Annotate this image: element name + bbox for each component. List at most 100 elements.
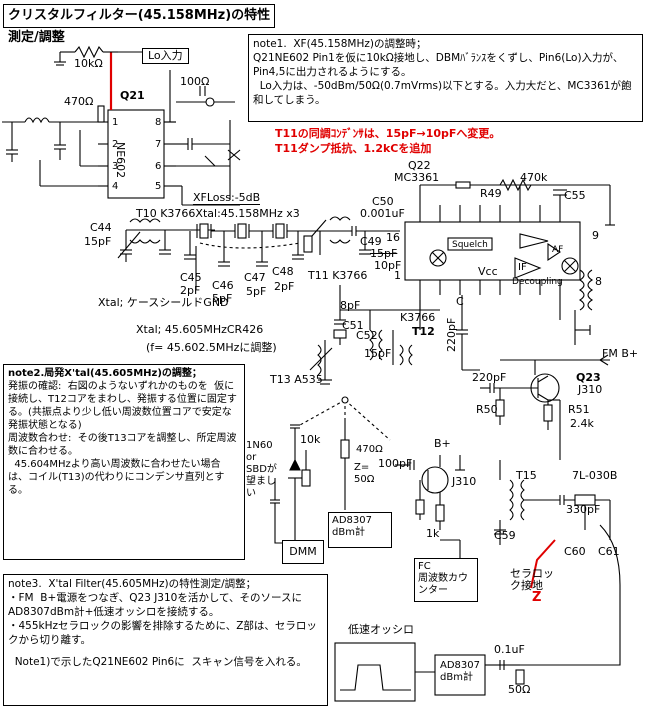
c01uf-label: 0.1uF [494,643,525,656]
c49-label: C49 [360,235,382,248]
q23-j310-label: J310 [578,383,603,396]
c49-new-value: 10pF [374,259,402,272]
t11-label: T11 K3766 [308,269,368,282]
c50-label: C50 [372,195,394,208]
c45-value: 2pF [180,284,201,297]
c8pf-label: 8pF [340,299,361,312]
input-inductor [24,117,50,124]
xfloss-label: XFLoss:-5dB [193,191,261,205]
t13-label: T13 A535 [270,373,323,386]
xtal2-label: Xtal; 45.605MHzCR426 [136,323,264,336]
r50ohm-label: 50Ω [508,683,531,696]
t10-label: T10 K3766Xtal:45.158MHz x3 [136,207,300,220]
dmm-box: DMM [282,540,324,564]
c220pf-vertical-label: 220pF [445,317,458,352]
note2-line-3: 45.604MHzより高い周波数に合わせたい場合は、コイル(T13)の代わりにコ… [8,459,225,496]
c47-value: 5pF [246,285,267,298]
note1-heading: note1. XF(45.158MHz)の調整時； [253,38,427,50]
red-note-line-2: T11ダンプ抵抗、1.2kCを追加 [275,142,432,155]
r50-label: R50 [476,403,498,416]
note3-line-1: ・FM B+電源をつなぎ、Q23 J310を活かして、そのソースに AD8307… [8,592,309,618]
c100pf-label: 100pF [378,457,413,470]
scope-label: 低速オッシロ [348,623,414,636]
if-label: IF [518,262,527,273]
k3766-label: K3766 [400,311,436,324]
bplus-label: B+ [434,437,451,450]
c50-value: 0.001uF [360,207,405,220]
c15pf-label: 15pF [364,347,392,360]
note2-heading: note2.局発X'tal(45.605MHz)の調整； [8,368,202,379]
scope-trace [340,664,411,691]
note2-box: note2.局発X'tal(45.605MHz)の調整； 発振の確認: 右図のよ… [3,364,245,560]
note3-line-2: ・455kHzセラロックの影響を排除するために、Z部は、セラロックから切り離す。 [8,620,317,646]
r470-label: 470Ω [64,95,94,108]
mc3361-pins [419,205,561,295]
note2-line-2: 周波数合わせ: その後T13コアを調整し、所定周波数に合わせる。 [8,433,237,457]
fm-bplus-label: FM B+ [602,347,639,360]
diode-label: 1N60 or SBDが望ましい [246,440,277,499]
xtal-gnd-label: Xtal; ケースシールドGND [98,296,229,309]
c48-label: C48 [272,265,294,278]
c55-label: C55 [564,189,586,202]
c47-label: C47 [244,271,266,284]
decoupling-label: Decoupling [512,277,563,287]
c51-label: C51 [342,319,364,332]
c59-label: C59 [494,529,516,542]
scope-box [334,642,416,702]
f-adjust-label: (f= 45.602.5MHzに調整) [146,341,277,354]
ne602-pin3: 3 [112,161,119,172]
note1-line-2: Lo入力は、-50dBm/50Ω(0.7mVrms)以下とする。入力大だと、MC… [253,80,632,106]
note2-line-1: 発振の確認: 右図のようないずれかのものを 仮に接続し、T12コアをまわし、発振… [8,381,237,431]
r100-label: 100Ω [180,75,210,88]
c220pf-suffix: C [456,295,464,308]
lo-input-label: Lo入力 [142,48,189,64]
note1-box: note1. XF(45.158MHz)の調整時； Q21NE602 Pin1を… [248,34,643,122]
ad8307-meter-box [434,654,486,696]
z50-label: Z= 50Ω [354,462,375,485]
t12-label: T12 [412,325,435,338]
c61-label: C61 [598,545,620,558]
z-marker: Z [532,590,542,605]
c220pf-label: 220pF [472,371,507,384]
c48-value: 2pF [274,280,295,293]
ne602-pin1: 1 [112,117,119,128]
j310-buffer-label: J310 [452,475,477,488]
ad8307-meter-a: AD8307 dBm計 [328,512,392,548]
note3-box: note3. X'tal Filter(45.605MHz)の特性測定/調整； … [3,574,328,706]
r1k-label: 1k [426,527,440,540]
note1-line-1: Q21NE602 Pin1を仮に10kΩ接地し、DBMﾊﾞﾗﾝｽをくずし、Pin… [253,52,624,78]
c46-value: 5pF [212,292,233,305]
ne602-pin7: 7 [155,139,162,150]
ne602-pin6: 6 [155,161,162,172]
squelch-label: Squelch [452,240,488,250]
af-label: AF [552,245,564,255]
mc3361-label: MC3361 [394,171,440,184]
mc3361-pin16: 16 [386,231,400,244]
q21-label: Q21 [120,89,145,102]
r470-probe-label: 470Ω [356,444,383,455]
r10k-probe-label: 10k [300,433,321,446]
note3-heading: note3. X'tal Filter(45.605MHz)の特性測定/調整； [8,578,257,590]
c52-label: C52 [356,329,378,342]
note3-line-4: Note1)で示したQ21NE602 Pin6に スキャン信号を入れる。 [8,656,307,668]
vcc-label: Vcc [478,265,498,278]
ne602-pin8: 8 [155,117,162,128]
c60-label: C60 [564,545,586,558]
c49-old-value: 15pF [370,247,398,260]
r470k-label: 470k [520,171,548,184]
t15-label: T15 [516,469,537,482]
r51-value: 2.4k [570,417,594,430]
ne602-pin4: 4 [112,181,119,192]
mc3361-pin1: 1 [394,269,401,282]
ne602-chip [107,109,165,199]
mc3361-pin8: 8 [595,275,602,288]
mc3361-pin9: 9 [592,229,599,242]
fc-counter-box: FC 周波数カウンター [414,558,478,602]
c44-label: C44 [90,221,112,234]
r51-label: R51 [568,403,590,416]
page-title: クリスタルフィルター(45.158MHz)の特性測定/調整 [3,4,275,45]
ne602-pin2: 2 [112,139,119,150]
